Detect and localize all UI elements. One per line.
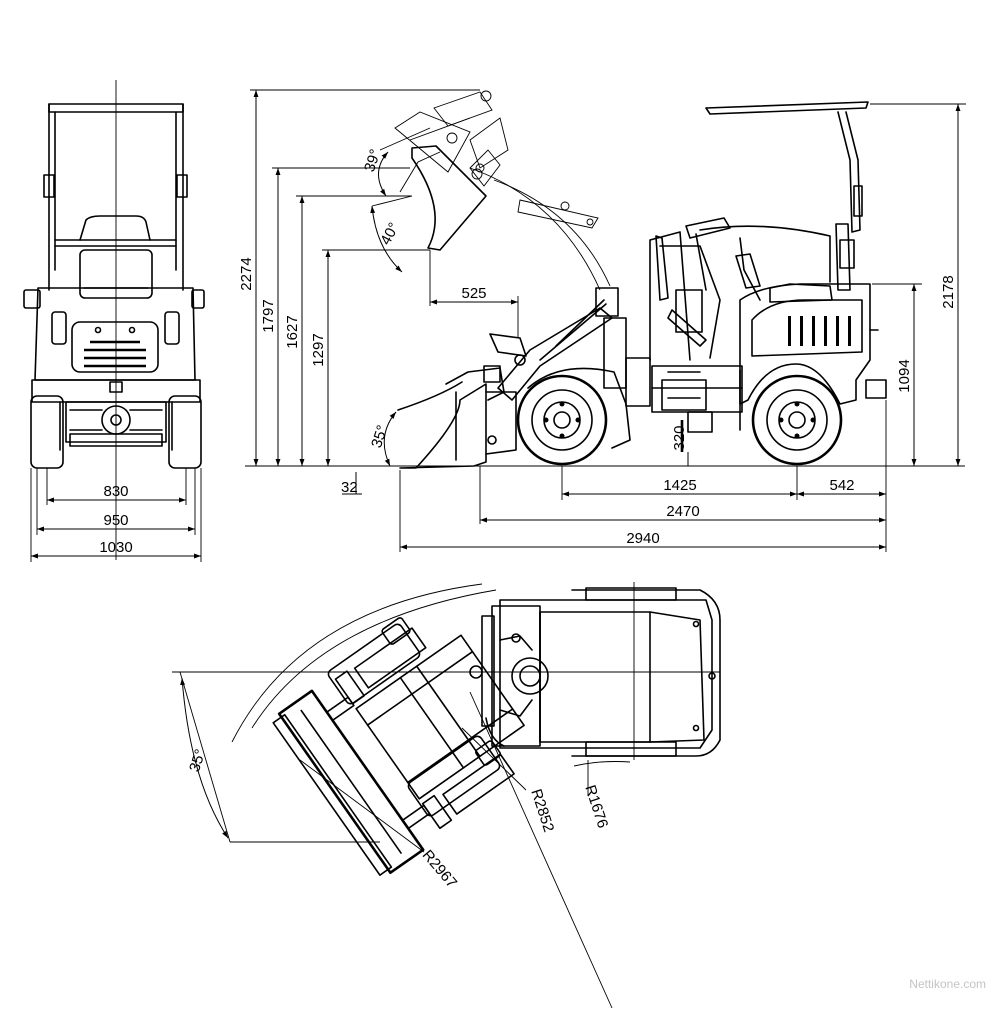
top-turned-assembly [272, 627, 525, 876]
front-axle [31, 379, 201, 451]
ground-bucket [397, 365, 517, 469]
raised-bucket [394, 90, 509, 251]
raised-lift-arm [469, 149, 611, 291]
dim-wheelbase-1425: 1425 [663, 477, 696, 494]
dim-height-1797: 1797 [260, 299, 277, 332]
dim-radius-2967: R2967 [419, 847, 460, 892]
dim-front-1030: 1030 [99, 539, 132, 556]
dim-radius-1676: R1676 [581, 783, 611, 830]
side-height-dimensions: 2274 1797 1627 1297 2178 1094 [238, 89, 966, 466]
dim-length-2470: 2470 [666, 503, 699, 520]
dim-overhang-542: 542 [829, 477, 854, 494]
dim-height-1627: 1627 [284, 315, 301, 348]
top-front-frame [469, 605, 549, 747]
front-rops-frame [43, 103, 188, 291]
rear-wheel [751, 374, 843, 466]
side-length-dimensions: 1425 542 2470 2940 [399, 400, 887, 552]
dim-reach-525: 525 [461, 285, 486, 302]
dim-front-830: 830 [103, 483, 128, 500]
top-view: 35° R2852 R1676 R2967 [172, 582, 721, 1009]
dim-height-2178: 2178 [940, 275, 957, 308]
dim-height-1297: 1297 [310, 333, 327, 366]
top-turned-wheels [327, 617, 501, 817]
side-angle-dimensions: 39° 40° 35° [361, 127, 431, 467]
watermark: Nettikone.com [909, 977, 986, 991]
front-body [23, 287, 205, 381]
side-small-dimensions: 525 32 320 [341, 250, 689, 496]
dim-angle-35-side: 35° [368, 423, 391, 450]
engine-hood [739, 283, 887, 405]
lift-arm [489, 287, 627, 401]
rops-canopy [705, 101, 869, 291]
dim-clearance-320: 320 [671, 425, 688, 450]
front-wheel [516, 374, 608, 466]
front-view: 830 950 1030 [23, 80, 205, 562]
top-radius-arcs [180, 583, 631, 853]
dim-radius-2852: R2852 [527, 787, 557, 834]
dim-height-2274: 2274 [238, 257, 255, 290]
dim-angle-39: 39° [361, 147, 384, 174]
dim-dig-32: 32 [341, 479, 358, 496]
dim-height-1094: 1094 [896, 359, 913, 392]
side-view: 2274 1797 1627 1297 2178 1094 525 32 320 [238, 89, 966, 552]
chassis [527, 357, 743, 452]
operator-station [649, 217, 833, 361]
dim-front-950: 950 [103, 512, 128, 529]
dim-length-2940: 2940 [626, 530, 659, 547]
front-dimensions: 830 950 1030 [30, 468, 202, 562]
dim-angle-35-top: 35° [186, 747, 209, 774]
